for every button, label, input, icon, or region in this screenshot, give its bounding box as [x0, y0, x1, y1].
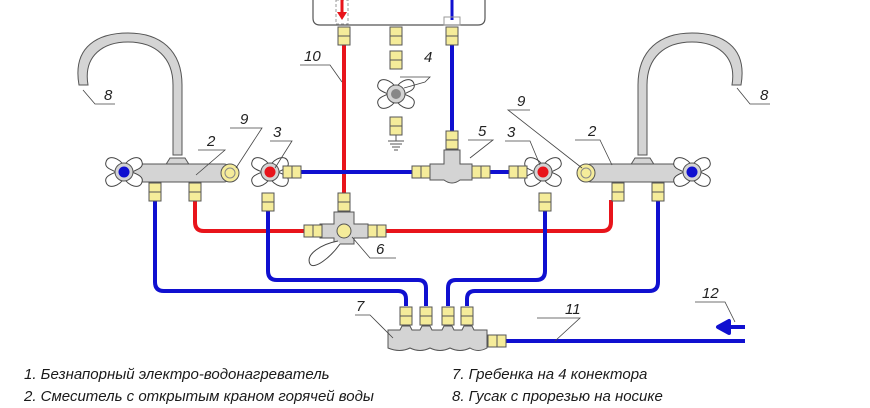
callout-9-right: 9: [517, 93, 526, 110]
water-heater: [312, 0, 486, 26]
legend-item-8: 8. Гусак с прорезью на носике: [452, 388, 663, 405]
cold-pipes: [153, 40, 745, 343]
mixer-left: [77, 32, 240, 202]
callout-6: 6: [376, 241, 385, 258]
callout-7: 7: [356, 298, 365, 315]
legend-left: 1. Безнапорный электро-водонагреватель 2…: [24, 364, 374, 408]
callout-8-left: 8: [104, 87, 113, 104]
valve-3-right: [508, 157, 562, 212]
callout-11: 11: [565, 301, 581, 318]
legend-right: 7. Гребенка на 4 конектора 8. Гусак с пр…: [452, 364, 663, 408]
manifold-7: [387, 306, 507, 351]
valve-3-left: [251, 157, 302, 212]
callout-9-left: 9: [240, 111, 249, 128]
callout-labels: 10 4 5 6 7 11 12 8 8 9 9 2 2 3 3: [104, 48, 769, 318]
callout-3-left: 3: [273, 124, 282, 141]
callout-8-right: 8: [760, 87, 769, 104]
mixer-right: [576, 32, 743, 202]
callout-10: 10: [304, 48, 321, 65]
drain-ground-icon: [388, 135, 404, 151]
legend-item-7: 7. Гребенка на 4 конектора: [452, 366, 648, 383]
drain-valve: [377, 50, 415, 151]
arrow-left-icon: [716, 319, 731, 335]
callout-2-left: 2: [206, 133, 216, 150]
arrow-down-icon: [337, 12, 347, 20]
callouts: [82, 64, 770, 342]
callout-2-right: 2: [587, 123, 597, 140]
legend-item-2: 2. Смеситель с открытым краном горячей в…: [24, 388, 374, 405]
callout-5: 5: [478, 123, 487, 140]
callout-12: 12: [702, 285, 719, 302]
tee-5: [411, 130, 491, 184]
callout-4: 4: [424, 49, 432, 66]
callout-3-right: 3: [507, 124, 516, 141]
shower-valve-6: [303, 192, 387, 266]
legend-item-1: 1. Безнапорный электро-водонагреватель: [24, 366, 330, 383]
